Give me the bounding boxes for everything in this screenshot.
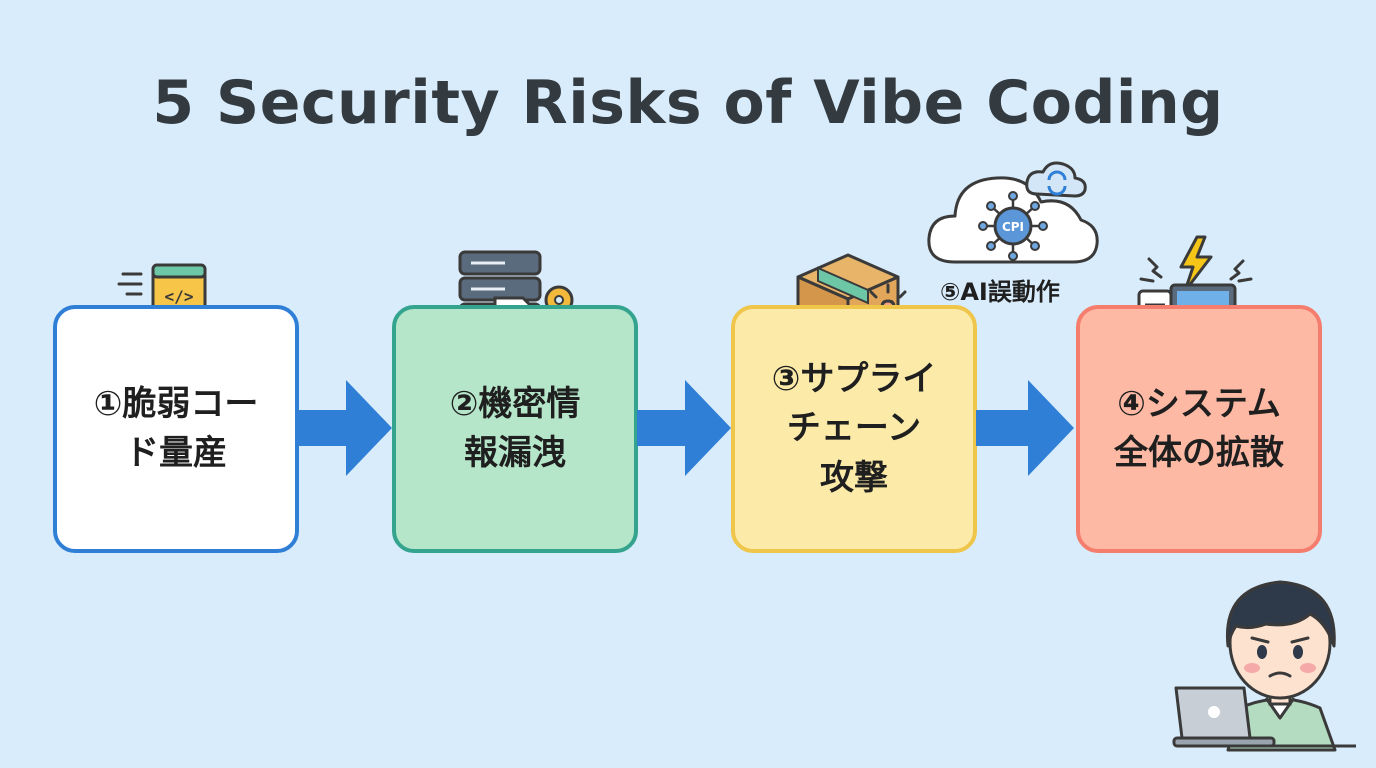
step-vulnerable-code: ①脆弱コー ド量産 (53, 305, 299, 553)
step-supply-chain-attack: ③サプライ チェーン 攻撃 (731, 305, 977, 553)
step-label: ③サプライ チェーン 攻撃 (771, 359, 937, 498)
flow-arrow-2 (637, 380, 731, 476)
flow-arrow-1 (298, 380, 392, 476)
step-data-leak: ②機密情 報漏洩 (392, 305, 638, 553)
step-label: ②機密情 報漏洩 (449, 383, 581, 473)
page-title: 5 Security Risks of Vibe Coding (152, 68, 1224, 138)
svg-text:</>: </> (165, 287, 194, 306)
step-label: ④システム 全体の拡散 (1114, 383, 1284, 473)
flow-arrow-3 (976, 380, 1074, 476)
step-label: ①脆弱コー ド量産 (93, 383, 259, 473)
cloud-ai-icon: CPI (927, 161, 1099, 264)
step-system-spread: ④システム 全体の拡散 (1076, 305, 1322, 553)
cpi-badge: CPI (1002, 220, 1024, 234)
side-step-ai-malfunction: ⑤AI誤動作 (940, 278, 1060, 306)
worried-developer-illustration (1172, 580, 1356, 752)
